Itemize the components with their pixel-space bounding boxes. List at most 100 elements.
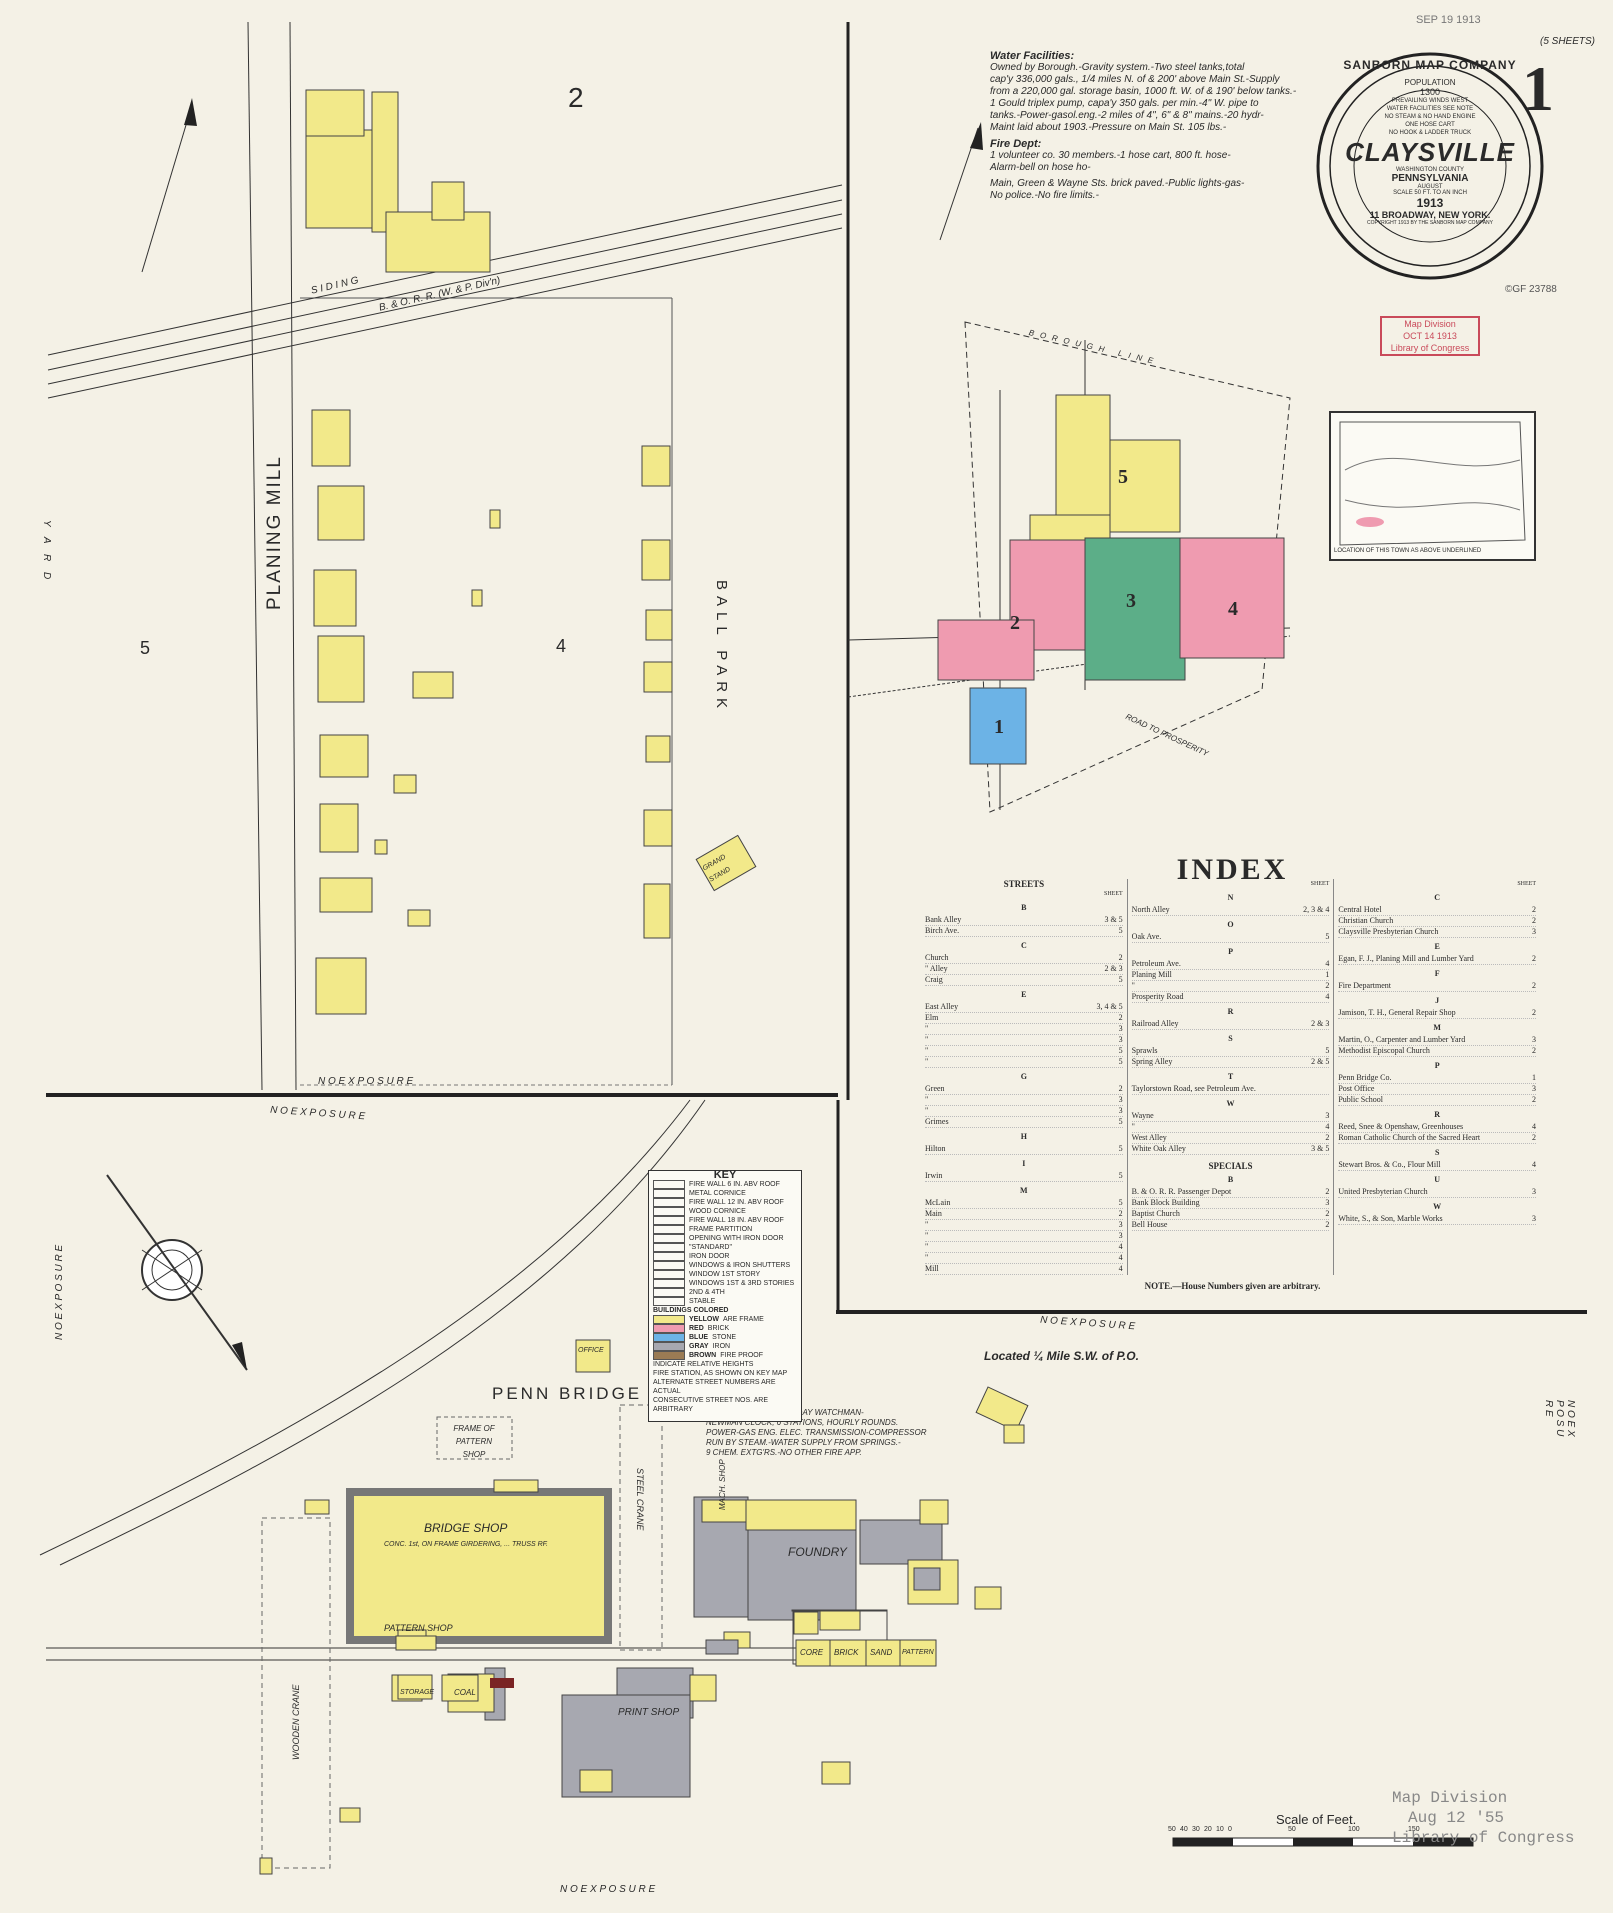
planing-mill-label: PLANING MILL [264, 455, 285, 610]
watchman-line: 9 CHEM. EXTG'RS.-NO OTHER FIRE APP. [706, 1448, 862, 1457]
facilities-notes: Water Facilities: Owned by Borough.-Grav… [990, 50, 1320, 202]
streets-heading: STREETS [1003, 879, 1045, 889]
index-entry-name: North Alley [1131, 905, 1170, 914]
index-entry-sheet: 2 [1118, 1013, 1123, 1022]
frame-pattern-label: FRAME OF PATTERN SHOP [453, 1424, 495, 1459]
index-entry-name: " [925, 1024, 929, 1033]
key-row-label: FRAME PARTITION [689, 1226, 753, 1233]
index-entry-sheet: 4 [1325, 959, 1330, 968]
index-entry-sheet: 2 [1532, 916, 1537, 925]
index-letter: N [1227, 893, 1234, 902]
seal-population: 1300 [1419, 87, 1441, 97]
index-entry-name: Wayne [1131, 1111, 1154, 1120]
steel-crane-label: STEEL CRANE [635, 1468, 645, 1531]
index-entry-name: Post Office [1338, 1084, 1375, 1093]
index-entry-name: Roman Catholic Church of the Sacred Hear… [1338, 1133, 1481, 1142]
key-symbol [653, 1252, 685, 1261]
index-entry-name: Craig [925, 975, 943, 984]
index-entry-name: " [925, 1220, 929, 1229]
key-symbol [653, 1288, 685, 1297]
scale-tick-label: 20 [1204, 1826, 1212, 1833]
key-footer-line: ALTERNATE STREET NUMBERS ARE ACTUAL [653, 1379, 776, 1395]
key-color-name: BROWN [689, 1352, 717, 1359]
seal-notes: PREVAILING WINDS WEST WATER FACILITIES S… [1338, 97, 1522, 137]
index-entry-name: Reed, Snee & Openshaw, Greenhouses [1338, 1122, 1464, 1131]
index-entry-sheet: 2 [1532, 1095, 1537, 1104]
index-entry-sheet: 2, 3 & 4 [1303, 905, 1330, 914]
index-entry-name: Taylorstown Road, see Petroleum Ave. [1131, 1084, 1256, 1093]
key-color-swatch [653, 1342, 685, 1351]
wooden-crane-label: WOODEN CRANE [291, 1684, 301, 1760]
index-entry-sheet: 3 [1532, 1187, 1537, 1196]
index-letter: T [1227, 1072, 1234, 1081]
index-entry-sheet: 3 [1325, 1111, 1330, 1120]
water-line: cap'y 336,000 gals., 1/4 miles N. of & 2… [990, 74, 1280, 85]
index-entry-name: " [925, 1242, 929, 1251]
index-entry-sheet: 2 [1118, 1209, 1123, 1218]
key-row-label: FIRE WALL 6 IN. ABV ROOF [689, 1181, 780, 1188]
key-row: FIRE WALL 18 IN. ABV ROOF [649, 1216, 801, 1225]
index-entry-name: East Alley [925, 1002, 959, 1011]
bottom-stamp-line: Aug 12 '55 [1408, 1809, 1505, 1827]
index-entry: North Alley 2, 3 & 4 [1131, 905, 1330, 916]
index-entry-name: Martin, O., Carpenter and Lumber Yard [1338, 1035, 1466, 1044]
seal-town: CLAYSVILLE [1345, 137, 1515, 167]
index-entry-sheet: 4 [1118, 1264, 1123, 1273]
index-entry-sheet: 3 [1532, 1035, 1537, 1044]
index-entry-sheet: 2 [1532, 954, 1537, 963]
keymap-section-1[interactable]: 1 [994, 716, 1004, 738]
index-entry-name: Claysville Presbyterian Church [1338, 927, 1439, 936]
scale-tick-label: 10 [1216, 1826, 1224, 1833]
index-entry-sheet: 5 [1325, 932, 1330, 941]
water-line: 1 Gould triplex pump, capa'y 350 gals. p… [990, 98, 1259, 109]
index-entry: Birch Ave.5 [925, 926, 1123, 937]
index-letter: E [1021, 990, 1027, 999]
index-entry-name: " [925, 1231, 929, 1240]
index-entry-name: Bank Alley [925, 915, 962, 924]
seal-address: 11 BROADWAY, NEW YORK. [1369, 210, 1491, 220]
index-entry-sheet: 2 & 3 [1311, 1019, 1330, 1028]
key-footer-line: FIRE STATION, AS SHOWN ON KEY MAP [653, 1370, 788, 1377]
index-entry-name: Petroleum Ave. [1131, 959, 1181, 968]
index-entry-sheet: 2 [1532, 905, 1537, 914]
keymap-section-5[interactable]: 5 [1118, 466, 1128, 488]
index-entry-name: Penn Bridge Co. [1338, 1073, 1392, 1082]
keymap-section-4[interactable]: 4 [1228, 598, 1238, 620]
index-entry-sheet: 2 & 3 [1104, 964, 1123, 973]
index-entry-sheet: 3 [1118, 1035, 1123, 1044]
keymap-section-2[interactable]: 2 [1010, 612, 1020, 634]
index-entry-name: Egan, F. J., Planing Mill and Lumber Yar… [1338, 954, 1474, 963]
index-entry-sheet: 4 [1532, 1160, 1537, 1169]
watchman-line: NEWMAN CLOCK, 6 STATIONS, HOURLY ROUNDS. [706, 1418, 899, 1427]
key-symbol [653, 1297, 685, 1306]
copyright-number: ©GF 23788 [1505, 284, 1557, 295]
keymap-section-3[interactable]: 3 [1126, 590, 1136, 612]
index-entry-name: Hilton [925, 1144, 946, 1153]
index-entry-sheet: 3 [1118, 1024, 1123, 1033]
sand-label: SAND [870, 1648, 893, 1657]
index-entry-sheet: 5 [1118, 975, 1123, 984]
index-entry-sheet: 2 [1532, 1046, 1537, 1055]
scale-tick-label: 30 [1192, 1826, 1200, 1833]
scale-tick-label: 150 [1408, 1826, 1420, 1833]
index-entry-name: Christian Church [1338, 916, 1394, 925]
index-entry: "4 [925, 1253, 1123, 1264]
key-symbol [653, 1261, 685, 1270]
key-row-label: OPENING WITH IRON DOOR [689, 1235, 784, 1242]
key-row-label: FIRE WALL 18 IN. ABV ROOF [689, 1217, 784, 1224]
water-line: tanks.-Power-gasol.eng.-2 miles of 4", 6… [990, 110, 1264, 121]
index-entry-name: " [925, 1057, 929, 1066]
index-entry-name: Jamison, T. H., General Repair Shop [1338, 1008, 1456, 1017]
